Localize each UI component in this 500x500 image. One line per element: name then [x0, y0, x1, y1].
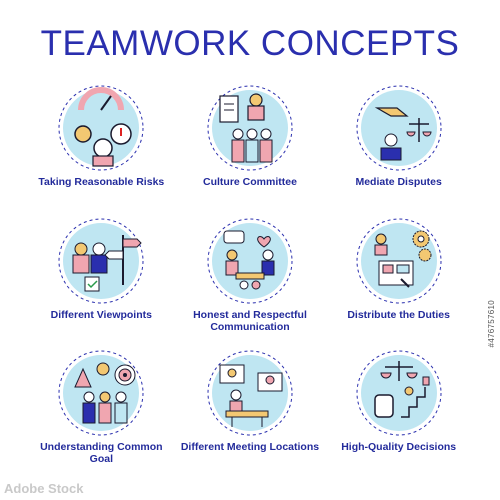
concept-label: Taking Reasonable Risks — [38, 176, 165, 188]
concept-item: Honest and Respectful Communication — [176, 213, 325, 346]
target-team-icon — [53, 347, 149, 437]
concept-label: Different Viewpoints — [50, 308, 152, 321]
concept-item: Different Meeting Locations — [176, 345, 325, 478]
concept-item: Understanding Common Goal — [27, 345, 176, 478]
brand-watermark: Adobe Stock — [4, 481, 84, 496]
concept-item: Distribute the Duties — [324, 213, 473, 346]
scales-handshake-icon — [351, 82, 447, 172]
fist-scales-icon — [351, 347, 447, 437]
concept-label: Different Meeting Locations — [180, 441, 320, 454]
concept-label: High-Quality Decisions — [341, 441, 457, 454]
concept-label: Honest and Respectful Communication — [193, 308, 307, 333]
committee-people-icon — [202, 82, 298, 172]
concept-item: Taking Reasonable Risks — [27, 80, 176, 213]
risk-gauge-icon — [53, 82, 149, 172]
gears-tasks-icon — [351, 215, 447, 305]
stock-id-watermark: #476757610 — [487, 300, 496, 348]
concept-label: Culture Committee — [203, 176, 297, 188]
video-meeting-icon — [202, 347, 298, 437]
concept-item: Culture Committee — [176, 80, 325, 213]
concept-label: Mediate Disputes — [355, 176, 442, 188]
concept-label: Understanding Common Goal — [40, 441, 163, 466]
concept-item: High-Quality Decisions — [324, 345, 473, 478]
concept-label: Distribute the Duties — [347, 308, 450, 321]
signpost-choice-icon — [53, 215, 149, 305]
concept-item: Mediate Disputes — [324, 80, 473, 213]
dialogue-heart-icon — [202, 215, 298, 305]
page-title: TEAMWORK CONCEPTS — [40, 24, 460, 63]
concept-item: Different Viewpoints — [27, 213, 176, 346]
concept-grid: Taking Reasonable Risks Culture Committe… — [27, 80, 473, 478]
